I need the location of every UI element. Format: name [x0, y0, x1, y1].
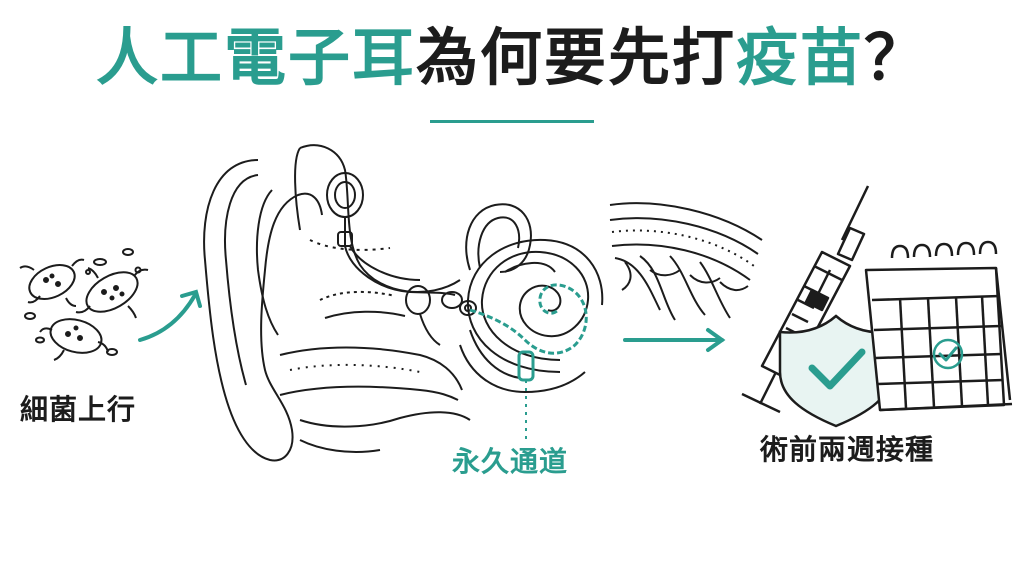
calendar-icon: [864, 240, 1013, 412]
progress-arrow-icon: [623, 328, 726, 352]
bacteria-label: 細菌上行: [20, 393, 137, 426]
title-part-vaccine: 疫苗: [736, 21, 865, 94]
page-title: 人工電子耳為何要先打疫苗？: [0, 21, 1024, 94]
meninges-section-icon: [609, 202, 763, 321]
title-part-question: ？: [864, 21, 929, 94]
title-part-cochlear-implant: 人工電子耳: [95, 21, 416, 94]
bacteria-arrow-icon: [138, 289, 202, 342]
vaccine-timing-label: 術前兩週接種: [760, 433, 935, 466]
title-part-why: 為何要先打: [415, 21, 736, 94]
channel-label: 永久通道: [452, 445, 569, 478]
title-underline: [430, 120, 594, 123]
ear-cross-section-icon: [203, 144, 604, 462]
bacteria-icon: [19, 248, 149, 361]
